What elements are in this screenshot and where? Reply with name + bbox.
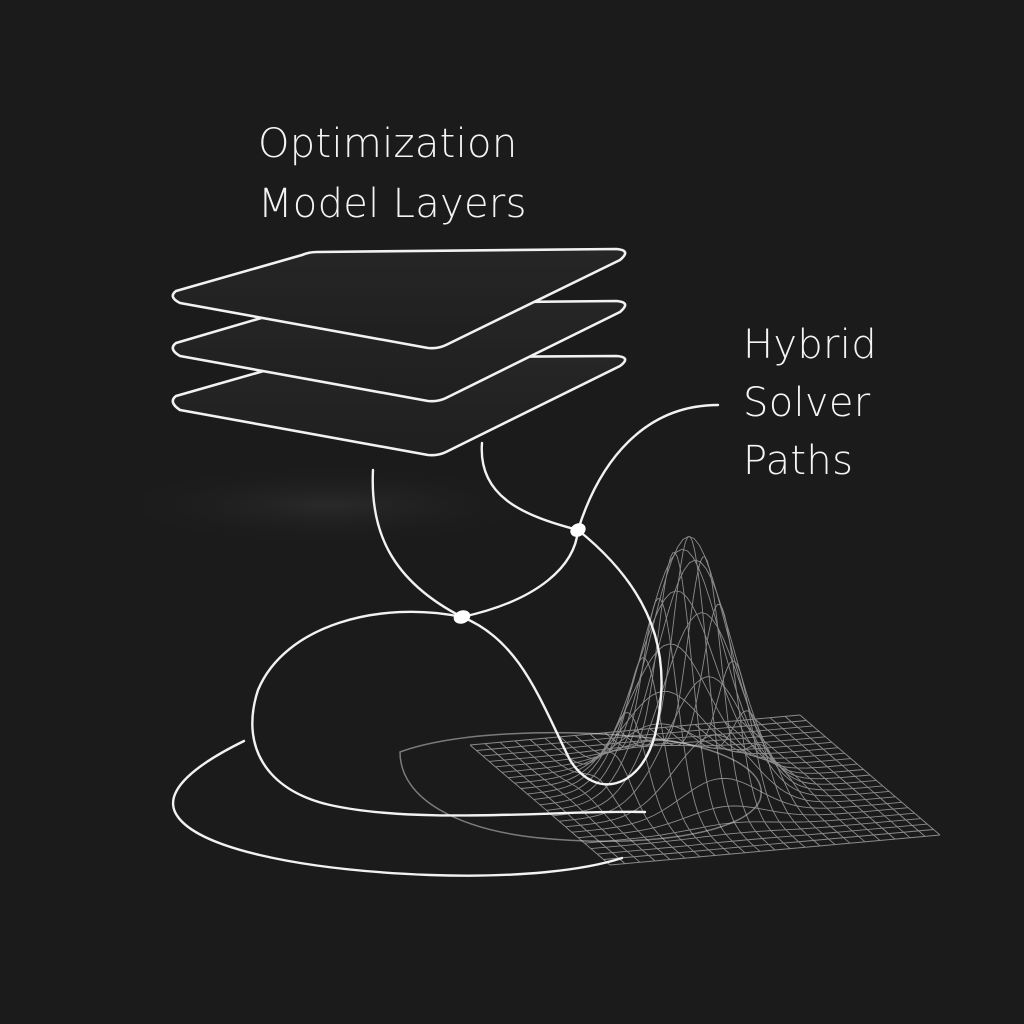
mesh-line	[546, 559, 877, 811]
outer-base-curve	[172, 739, 624, 877]
mesh-line	[619, 536, 761, 852]
mesh-line	[578, 805, 909, 839]
lower-loop-path	[251, 610, 647, 817]
mesh-line	[552, 612, 883, 817]
mesh-line	[565, 734, 896, 828]
mesh-line	[501, 740, 832, 773]
mesh-line	[664, 660, 806, 848]
path-node-upper	[570, 523, 586, 537]
mesh-line	[559, 712, 701, 858]
path-nodes	[453, 523, 586, 624]
mesh-line	[597, 823, 928, 855]
model-layers	[171, 247, 627, 457]
layers-label-line-1: Optimization	[258, 121, 518, 167]
left-drop-path	[371, 468, 464, 619]
layers-label-line-2: Model Layers	[258, 181, 527, 227]
mesh-line	[590, 818, 921, 850]
mesh-line	[609, 834, 941, 866]
mesh-line	[520, 643, 851, 789]
layers-label: Optimization Model Layers	[258, 114, 527, 234]
solver-label: Hybrid Solver Paths	[743, 316, 877, 490]
mesh-line	[603, 829, 934, 860]
layer-plane-top	[171, 247, 627, 350]
mesh-line	[533, 548, 864, 800]
upper-path-to-label	[576, 403, 720, 532]
mesh-line	[476, 720, 807, 751]
solver-label-line-3: Paths	[743, 438, 854, 484]
peak-valley-path	[460, 528, 663, 786]
node-link-path	[460, 528, 580, 619]
mesh-line	[584, 812, 915, 844]
mesh-line	[514, 690, 845, 784]
right-branch-path	[480, 441, 580, 532]
mesh-line	[571, 777, 902, 833]
mesh-line	[604, 552, 746, 854]
mesh-line	[489, 730, 820, 762]
path-node-lower	[453, 610, 471, 624]
mesh-line	[495, 736, 826, 768]
mesh-line	[527, 590, 858, 795]
mesh-line	[508, 723, 839, 779]
mesh-line	[539, 536, 871, 806]
mesh-line	[559, 676, 890, 822]
solver-paths	[172, 403, 763, 877]
solver-label-line-1: Hybrid	[743, 322, 877, 368]
contour-ring-curve	[399, 732, 763, 842]
layer-shadow	[100, 463, 560, 547]
gaussian-peak-mesh	[469, 536, 941, 866]
solver-label-line-2: Solver	[743, 380, 871, 426]
